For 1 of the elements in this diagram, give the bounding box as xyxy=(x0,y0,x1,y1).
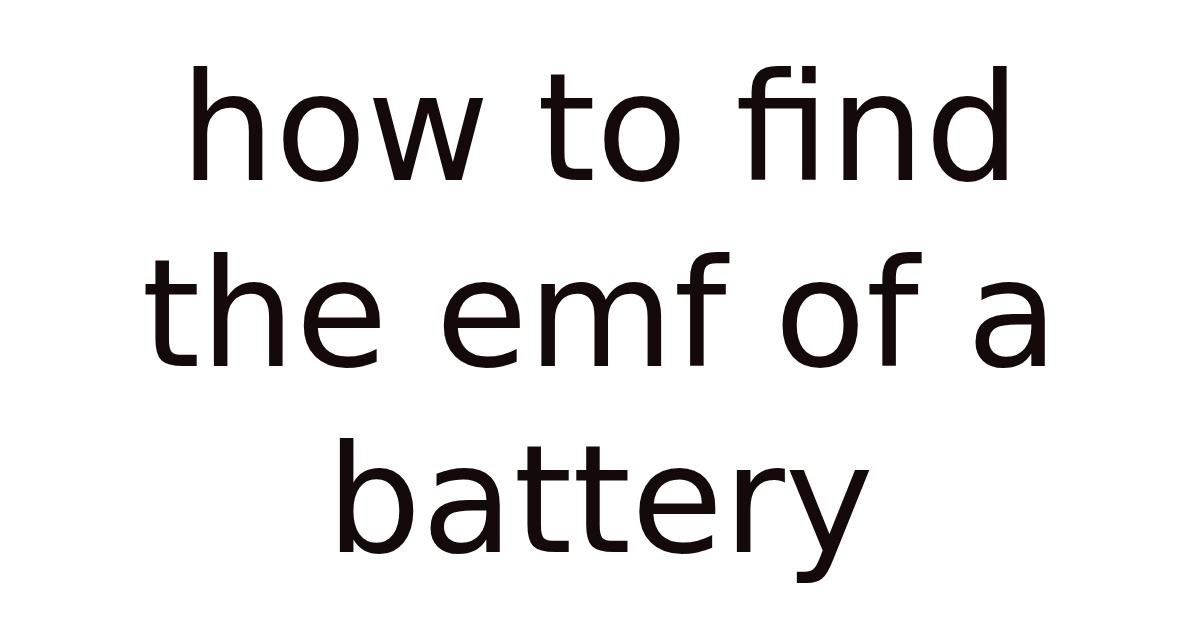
title-heading: how to find the emf of a battery xyxy=(140,40,1060,589)
